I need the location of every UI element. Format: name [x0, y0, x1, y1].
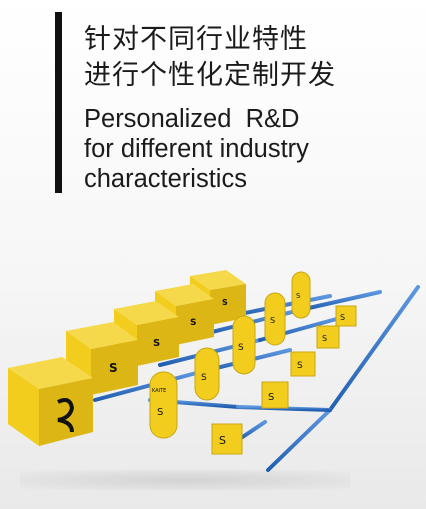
air-tank: S [194, 347, 220, 401]
svg-text:S: S [340, 313, 345, 322]
air-tank: S [232, 315, 256, 375]
air-tank: S [291, 271, 311, 319]
svg-text:S: S [222, 298, 228, 307]
headline-english-line-1: Personalized R&D [84, 105, 300, 133]
compressor-unit: S [66, 322, 138, 395]
svg-text:S: S [238, 343, 244, 353]
dryer-unit: S [261, 381, 289, 409]
headline-accent-bar [55, 12, 62, 193]
floor-shadow [20, 470, 350, 490]
svg-text:S: S [297, 361, 303, 371]
headline-chinese-line-1: 针对不同行业特性 [84, 24, 308, 55]
headline-chinese: 针对不同行业特性 进行个性化定制开发 [84, 22, 336, 94]
dryer-unit: S [316, 325, 340, 349]
svg-text:S: S [153, 338, 160, 349]
svg-text:S: S [201, 373, 207, 383]
svg-text:S: S [268, 392, 274, 403]
dryer-unit: S [211, 423, 243, 455]
headline-chinese-line-2: 进行个性化定制开发 [84, 60, 336, 91]
headline-english-line-2: for different industry [84, 135, 309, 163]
dryer-unit: S [290, 351, 316, 377]
dryer-unit: S [335, 305, 357, 327]
tank-brand-label: KAITE [152, 388, 166, 394]
svg-text:S: S [157, 407, 163, 418]
headline-english: Personalized R&D for different industry … [84, 104, 309, 194]
air-tank: KAITE S [149, 371, 178, 439]
svg-text:S: S [270, 316, 275, 325]
svg-text:S: S [190, 318, 196, 328]
svg-text:S: S [296, 292, 301, 300]
svg-text:S: S [322, 334, 327, 343]
headline-english-line-3: characteristics [84, 165, 247, 193]
air-tank: S [264, 292, 286, 346]
svg-text:S: S [219, 434, 226, 447]
compressor-unit [8, 357, 93, 446]
compressor-system-illustration: S S S S S S S S KAIT [8, 270, 420, 472]
svg-text:S: S [109, 361, 118, 375]
